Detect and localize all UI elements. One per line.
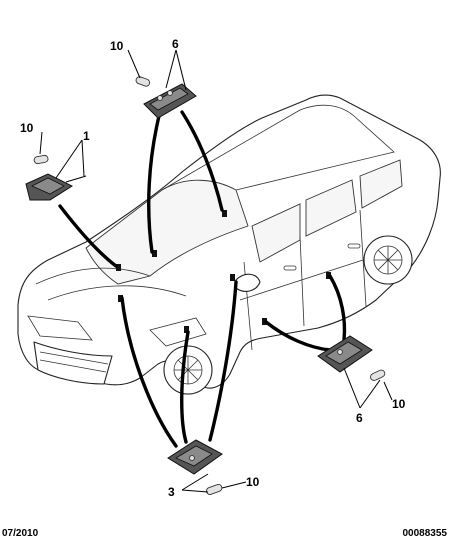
callout-label: 6: [172, 37, 179, 51]
bulb-part: [205, 483, 223, 495]
callout-label: 3: [168, 485, 175, 499]
bulb-part: [370, 369, 386, 381]
door-lamp-assembly: [317, 335, 373, 373]
callout-labels: 10 6 10 1 6 10 3 10: [20, 37, 406, 499]
bulb-part: [33, 154, 49, 165]
callout-label: 6: [356, 411, 363, 425]
leader-lines: [39, 49, 393, 493]
document-number: 00088355: [402, 528, 448, 539]
callout-label: 10: [392, 397, 406, 411]
bulb-part: [135, 76, 151, 87]
courtesy-lamp-assembly: [167, 439, 223, 475]
callout-label: 10: [20, 121, 34, 135]
date-code: 07/2010: [2, 528, 39, 539]
map-lamp-assembly: [25, 173, 87, 201]
callout-label: 10: [110, 39, 124, 53]
callout-label: 1: [83, 129, 90, 143]
callout-label: 10: [246, 475, 260, 489]
roof-lamp-assembly: [143, 83, 197, 119]
connector-lines: [58, 110, 347, 448]
